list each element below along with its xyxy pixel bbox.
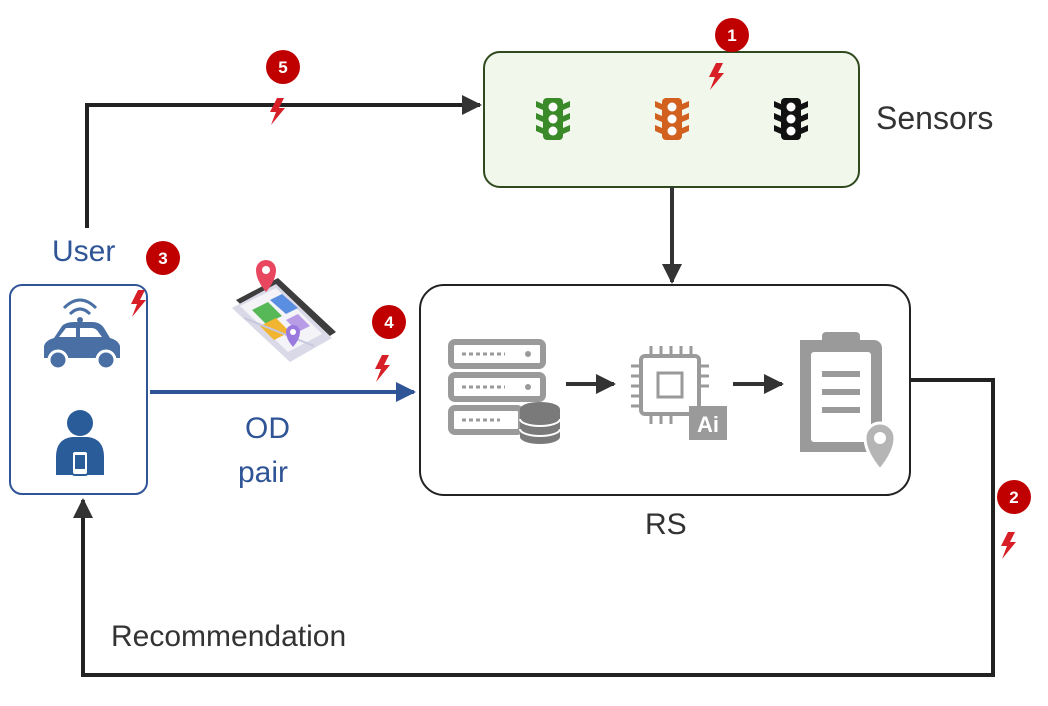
clipboard-location-icon xyxy=(800,332,897,473)
traffic-light-green-icon xyxy=(536,98,570,140)
traffic-light-orange-icon xyxy=(655,98,689,140)
svg-text:Ai: Ai xyxy=(697,412,719,437)
step-badge-4-label: 4 xyxy=(384,313,394,332)
step-badge-1: 1 xyxy=(715,18,749,52)
bolt-icon-2 xyxy=(1001,532,1016,559)
step-badge-2: 2 xyxy=(997,480,1031,514)
ai-chip-icon: Ai xyxy=(631,346,727,440)
bolt-icon-5 xyxy=(270,98,285,125)
step-badge-3: 3 xyxy=(146,241,180,275)
step-badge-5-label: 5 xyxy=(278,58,287,77)
server-database-icon xyxy=(448,339,561,444)
phone-map-icon xyxy=(232,260,336,362)
connected-car-icon xyxy=(44,298,120,371)
step-badge-2-label: 2 xyxy=(1009,488,1018,507)
step-badge-3-label: 3 xyxy=(158,249,167,268)
rs-label: RS xyxy=(645,508,687,541)
step-badge-1-label: 1 xyxy=(727,26,736,45)
recommendation-label: Recommendation xyxy=(111,620,347,653)
bolt-icon-4 xyxy=(375,355,390,382)
step-badge-5: 5 xyxy=(266,50,300,84)
sensors-label: Sensors xyxy=(876,100,994,136)
step-badge-4: 4 xyxy=(372,305,406,339)
traffic-light-black-icon xyxy=(774,98,808,140)
user-label: User xyxy=(52,235,116,268)
od-pair-label-line1: OD xyxy=(245,412,290,445)
user-to-sensors-arrow xyxy=(85,95,482,228)
user-box xyxy=(9,284,148,495)
recommendation-arrow xyxy=(73,378,995,677)
od-pair-label-line2: pair xyxy=(238,456,289,489)
person-with-phone-icon xyxy=(56,410,104,476)
